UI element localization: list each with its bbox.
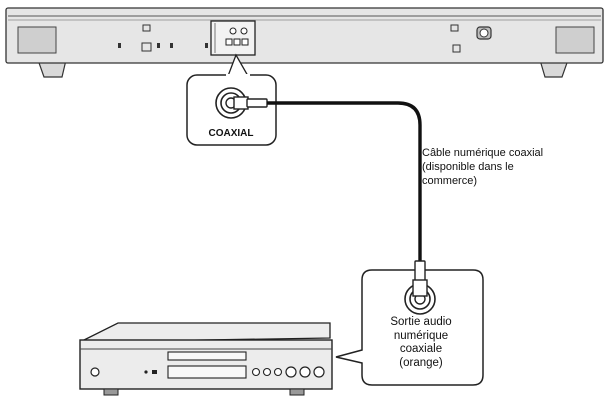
disc-tray xyxy=(167,351,247,361)
soundbar-body xyxy=(5,7,604,64)
soundbar xyxy=(5,7,604,78)
soundbar-grille-right xyxy=(555,26,595,54)
coaxial-cable xyxy=(267,101,422,262)
player-front xyxy=(79,339,333,390)
cd-player xyxy=(79,322,333,396)
output-jack-label: Sortie audio numérique coaxiale (orange) xyxy=(362,316,480,370)
cable-label: Câble numérique coaxial (disponible dans… xyxy=(422,146,602,188)
cable-label-line: (disponible dans le xyxy=(422,161,514,173)
power-button-icon xyxy=(90,367,100,377)
coaxial-jack-label: COAXIAL xyxy=(209,128,254,139)
coaxial-plug-player-icon xyxy=(412,260,428,297)
output-label-line: coaxiale xyxy=(399,343,443,355)
output-label-line: Sortie audio xyxy=(390,316,452,328)
output-callout-box xyxy=(335,269,484,386)
coaxial-output-callout xyxy=(335,260,484,386)
player-display xyxy=(167,365,247,379)
soundbar-grille-left xyxy=(17,26,57,54)
coaxial-input-callout: COAXIAL xyxy=(186,53,277,146)
player-top xyxy=(79,322,331,343)
output-label-line: (orange) xyxy=(399,356,443,369)
cable-label-line: Câble numérique coaxial xyxy=(422,147,544,159)
coaxial-plug-soundbar-icon xyxy=(233,96,268,110)
soundbar-input-panel xyxy=(210,20,256,56)
output-label-line: numérique xyxy=(393,329,449,342)
cable-label-line: commerce) xyxy=(422,175,478,187)
